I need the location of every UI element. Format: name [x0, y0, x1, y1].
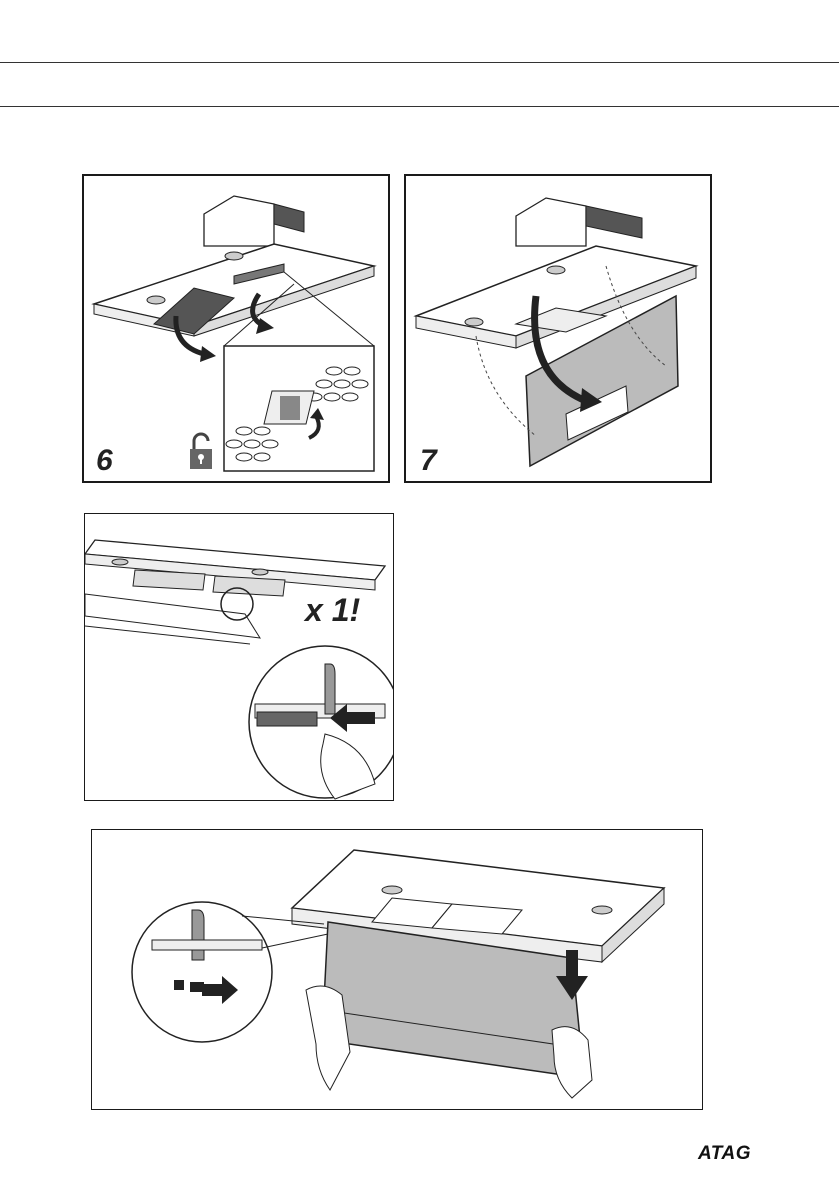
quantity-label: x 1! [305, 592, 360, 629]
brand-logo: ATAG [698, 1143, 751, 1165]
hood-hook-release-illustration [85, 514, 394, 801]
step-number: 7 [420, 444, 437, 478]
hood-panel-lowering-illustration [92, 830, 703, 1110]
unlock-icon [188, 431, 214, 471]
figure-panel-lowering [91, 829, 703, 1110]
figure-hook-release: x 1! [84, 513, 394, 801]
hood-panel-removal-illustration [406, 176, 712, 483]
header-rule-bottom [0, 106, 839, 107]
step-number: 6 [96, 444, 113, 478]
header-rule-top [0, 62, 839, 63]
figure-step-7: 7 [404, 174, 712, 483]
hood-filter-removal-illustration [84, 176, 390, 483]
figure-step-6: 6 [82, 174, 390, 483]
